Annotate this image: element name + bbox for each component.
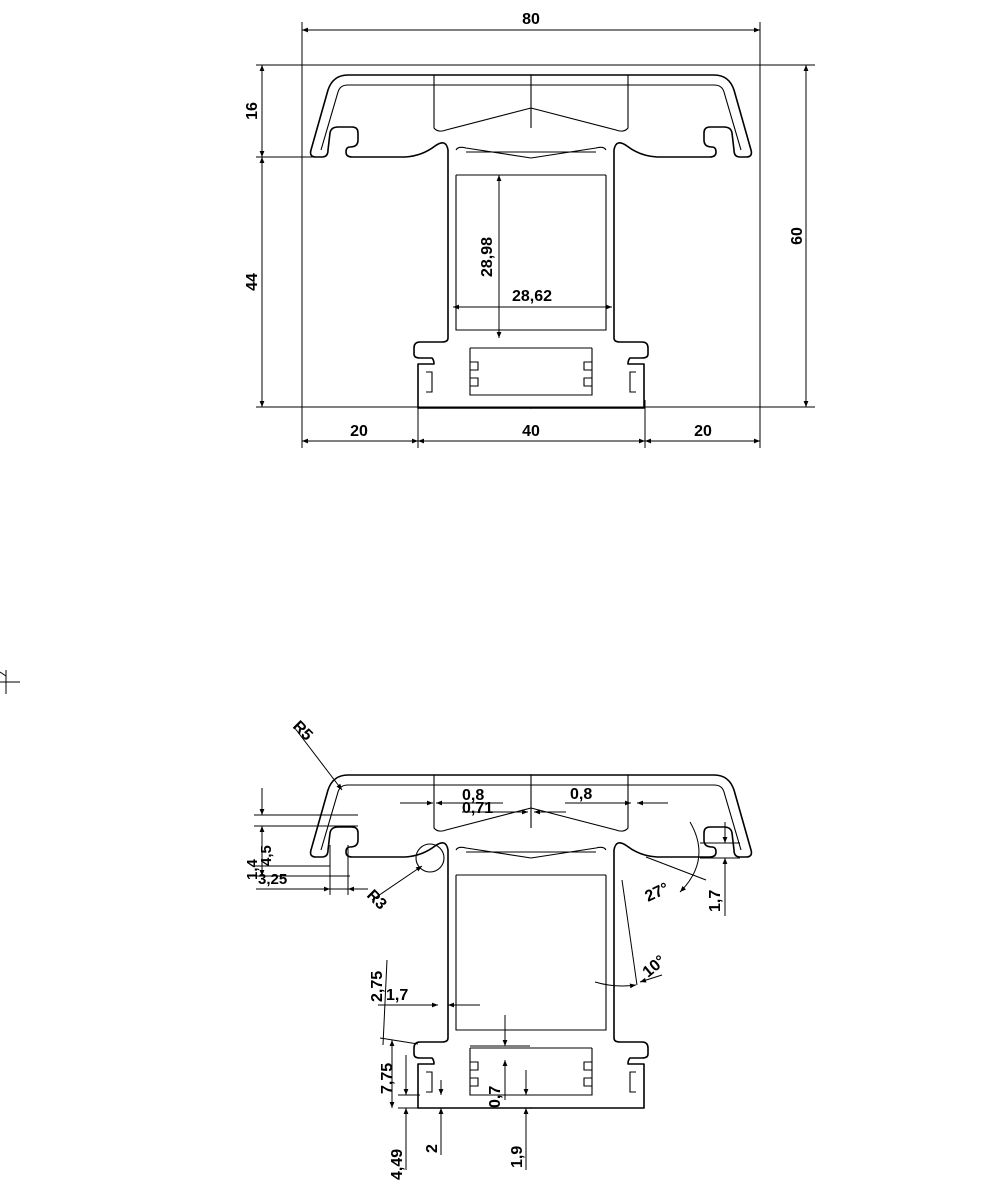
dim-right-segment-label: 20 bbox=[694, 423, 712, 440]
dim-bottom-wall-label: 0,7 bbox=[487, 1086, 504, 1108]
top-profile-view: 80 60 16 44 28,98 28,62 bbox=[244, 11, 815, 448]
top-extension-lines bbox=[256, 22, 815, 448]
dim-left-segment-label: 20 bbox=[350, 423, 368, 440]
dim-flange-angle: 27° bbox=[643, 821, 707, 906]
dim-foot: 7,75 4,49 2 0,7 1,9 bbox=[379, 1015, 540, 1180]
dim-hook-height-label: 4,5 bbox=[258, 845, 275, 866]
dim-corner-radius-label: R5 bbox=[289, 718, 316, 745]
dim-foot-gap-label: 2 bbox=[424, 1144, 441, 1153]
dim-inner-height: 28,98 bbox=[479, 175, 502, 338]
detail-profile-outline bbox=[309, 774, 753, 1109]
detail-profile-view: R5 0,8 0,71 0,8 bbox=[244, 718, 753, 1180]
dim-inner-height-label: 28,98 bbox=[479, 237, 496, 277]
dim-rib-right-label: 0,8 bbox=[570, 786, 592, 803]
dim-body-height: 44 bbox=[244, 157, 265, 407]
dim-overall-height-label: 60 bbox=[789, 227, 806, 245]
dim-wall-thickness: 1,7 2,75 bbox=[369, 959, 480, 1046]
dim-hook-left: 1,4 4,5 3,25 bbox=[244, 788, 368, 895]
dim-corner-radius: R5 bbox=[289, 718, 343, 791]
dim-rib-left-label: 0,8 bbox=[462, 787, 484, 804]
dim-slot-height-label: 2,75 bbox=[369, 971, 386, 1002]
dim-hook-depth-label: 1,7 bbox=[707, 890, 724, 912]
dim-groove-radius: R3 bbox=[363, 865, 423, 913]
dim-inner-width-label: 28,62 bbox=[512, 288, 552, 305]
dim-hook-width-label: 3,25 bbox=[258, 871, 287, 888]
dim-foot-height-label: 7,75 bbox=[379, 1063, 396, 1094]
ucs-marker-icon bbox=[0, 670, 20, 694]
dim-bottom-offset-label: 1,9 bbox=[509, 1146, 526, 1168]
top-profile-outline bbox=[309, 74, 753, 409]
dim-hook-offset-label: 1,4 bbox=[244, 858, 261, 880]
dim-flange-height: 16 bbox=[244, 65, 265, 157]
dim-center-segment-label: 40 bbox=[522, 423, 540, 440]
dim-rib-right: 0,8 bbox=[565, 786, 668, 806]
dim-overall-height: 60 bbox=[789, 65, 809, 407]
dim-wall-angle-label: 10° bbox=[640, 952, 669, 981]
dim-rib-center: 0,71 bbox=[462, 800, 566, 817]
dim-hook-depth: 1,7 bbox=[700, 822, 740, 916]
dim-overall-width-label: 80 bbox=[522, 11, 540, 28]
dim-body-height-label: 44 bbox=[244, 273, 261, 291]
dim-wall-thickness-label: 1,7 bbox=[386, 987, 408, 1004]
dim-foot-total-label: 4,49 bbox=[389, 1149, 406, 1180]
dim-inner-width: 28,62 bbox=[453, 288, 612, 310]
dim-rib-left: 0,8 bbox=[400, 787, 503, 806]
dim-flange-angle-label: 27° bbox=[643, 880, 672, 906]
dim-overall-width: 80 bbox=[302, 11, 760, 33]
dim-bottom-segments: 20 40 20 bbox=[302, 423, 760, 444]
dim-flange-height-label: 16 bbox=[244, 102, 261, 120]
dim-rib-center-label: 0,71 bbox=[462, 800, 493, 817]
groove-circle bbox=[415, 843, 445, 873]
